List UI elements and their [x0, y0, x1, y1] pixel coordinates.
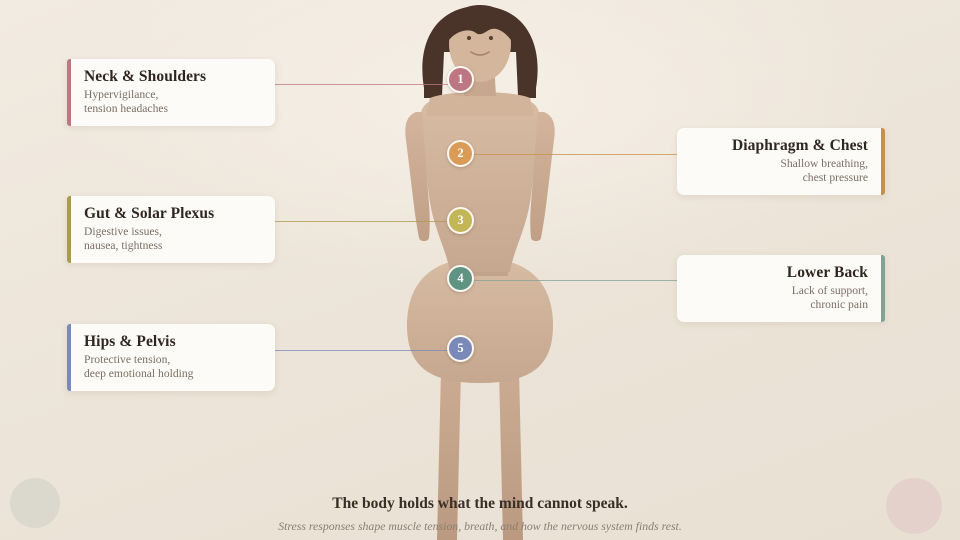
connector-line-3 — [275, 221, 460, 223]
footer-subline: Stress responses shape muscle tension, b… — [278, 519, 682, 533]
card-gut-solar-plexus[interactable]: Gut & Solar Plexus Digestive issues, nau… — [67, 196, 275, 264]
card-neck-shoulders[interactable]: Neck & Shoulders Hypervigilance, tension… — [67, 59, 275, 127]
connector-line-1 — [275, 84, 460, 86]
card-title: Lower Back — [786, 264, 868, 281]
body-marker-2[interactable]: 2 — [447, 140, 474, 167]
card-title: Gut & Solar Plexus — [84, 205, 215, 222]
card-description: Protective tension, deep emotional holdi… — [84, 353, 194, 380]
body-marker-5[interactable]: 5 — [447, 335, 474, 362]
card-diaphragm-chest[interactable]: Diaphragm & Chest Shallow breathing, che… — [677, 128, 885, 196]
card-title: Diaphragm & Chest — [731, 137, 868, 154]
card-description: Lack of support, chronic pain — [791, 284, 868, 311]
marker-number: 2 — [457, 146, 464, 160]
card-lower-back[interactable]: Lower Back Lack of support, chronic pain — [677, 255, 885, 323]
marker-number: 4 — [457, 271, 464, 285]
footer-caption: The body holds what the mind cannot spea… — [0, 495, 960, 534]
body-marker-4[interactable]: 4 — [447, 265, 474, 292]
marker-number: 1 — [457, 72, 464, 86]
decorative-circle-right — [886, 478, 942, 534]
card-description: Shallow breathing, chest pressure — [780, 157, 868, 184]
card-title: Hips & Pelvis — [84, 333, 176, 350]
decorative-circle-left — [10, 478, 60, 528]
card-description: Hypervigilance, tension headaches — [84, 88, 169, 115]
body-marker-1[interactable]: 1 — [447, 66, 474, 93]
card-description: Digestive issues, nausea, tightness — [84, 225, 163, 252]
body-marker-3[interactable]: 3 — [447, 207, 474, 234]
card-hips-pelvis[interactable]: Hips & Pelvis Protective tension, deep e… — [67, 324, 275, 392]
card-title: Neck & Shoulders — [84, 68, 207, 85]
marker-number: 5 — [457, 341, 464, 355]
connector-line-2 — [474, 154, 677, 156]
connector-line-4 — [474, 280, 677, 282]
marker-number: 3 — [457, 213, 464, 227]
connector-line-5 — [275, 350, 460, 352]
footer-headline: The body holds what the mind cannot spea… — [332, 495, 628, 512]
